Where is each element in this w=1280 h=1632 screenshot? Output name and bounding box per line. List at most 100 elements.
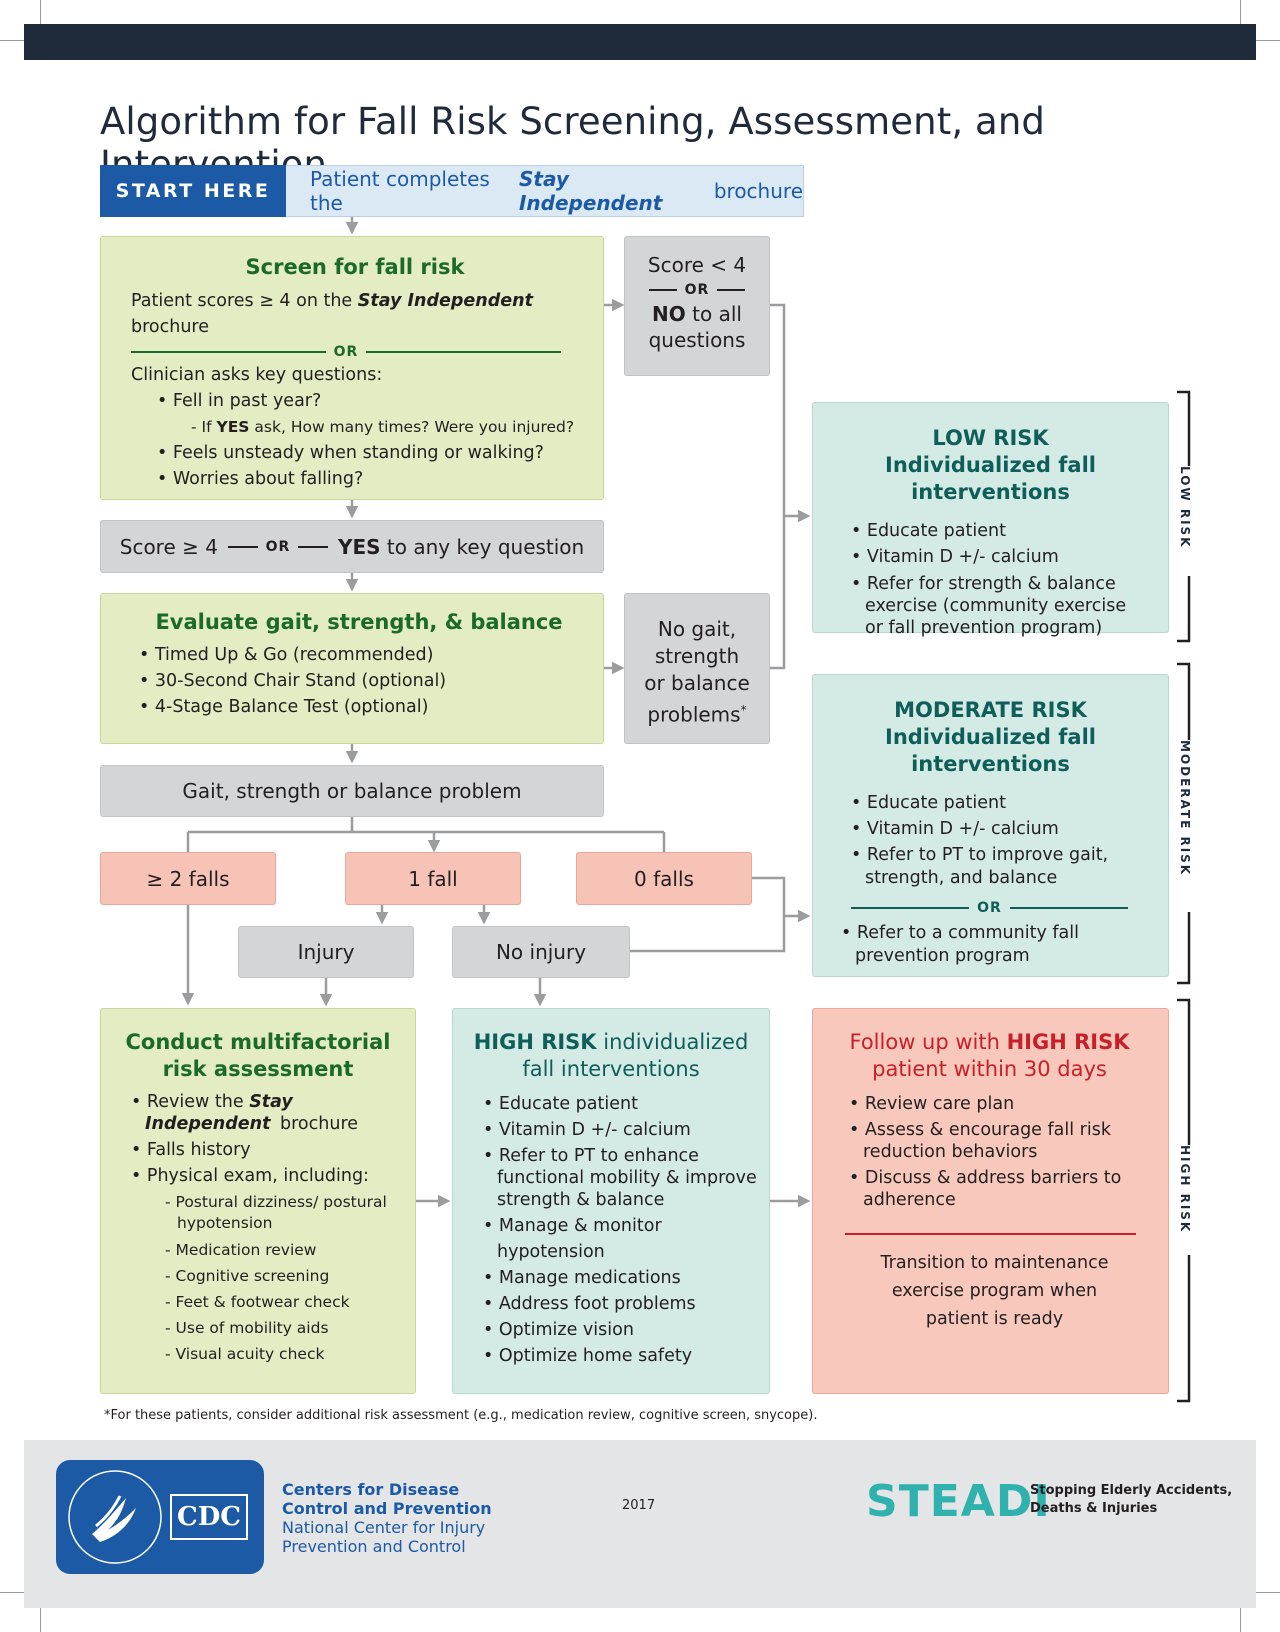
two-plus-falls-box: ≥ 2 falls bbox=[100, 852, 276, 905]
brochure-name: Stay Independent bbox=[518, 167, 663, 215]
no-problems-box: No gait, strength or balance problems* bbox=[624, 593, 770, 744]
start-here-tag: START HERE bbox=[100, 165, 286, 217]
follow-up-item: Assess & encourage fall risk reduction b… bbox=[849, 1119, 1146, 1163]
evaluate-item: 30-Second Chair Stand (optional) bbox=[139, 668, 579, 694]
no-problems-line: problems* bbox=[647, 702, 747, 727]
high-risk-side-label: HIGH RISK bbox=[1175, 1145, 1195, 1255]
evaluate-gait-box: Evaluate gait, strength, & balance Timed… bbox=[100, 593, 604, 744]
follow-up-item: Review care plan bbox=[849, 1091, 1146, 1117]
question-worries: Worries about falling? bbox=[157, 466, 579, 492]
moderate-risk-item: Refer to PT to improve gait, strength, a… bbox=[851, 844, 1148, 890]
crop-mark bbox=[1256, 1592, 1280, 1593]
exam-sub-item: Use of mobility aids bbox=[165, 1315, 401, 1341]
one-fall-box: 1 fall bbox=[345, 852, 521, 905]
no-problems-line: strength bbox=[654, 644, 740, 668]
high-risk-item: Manage medications bbox=[483, 1265, 759, 1291]
score-low-box: Score < 4 OR NO to all questions bbox=[624, 236, 770, 376]
crop-mark bbox=[0, 1592, 24, 1593]
screen-or-divider: OR bbox=[131, 344, 561, 360]
multifactorial-title: Conduct multifactorial bbox=[125, 1030, 391, 1054]
moderate-risk-subtitle: Individualized fall interventions bbox=[885, 725, 1096, 776]
high-risk-item: Optimize home safety bbox=[483, 1343, 759, 1369]
crop-mark bbox=[1240, 1608, 1241, 1632]
score-high-or: OR bbox=[227, 539, 328, 555]
high-risk-item: Manage & monitor hypotension bbox=[483, 1213, 759, 1265]
question-fell-followup: - If YES ask, How many times? Were you i… bbox=[191, 418, 575, 436]
score-low-or: OR bbox=[649, 282, 745, 298]
footnote: *For these patients, consider additional… bbox=[104, 1408, 818, 1423]
score-low-questions: questions bbox=[648, 328, 746, 352]
high-risk-item: Refer to PT to enhance functional mobili… bbox=[483, 1145, 759, 1211]
crop-mark bbox=[40, 1608, 41, 1632]
zero-falls-box: 0 falls bbox=[576, 852, 752, 905]
low-risk-item: Refer for strength & balance exercise (c… bbox=[851, 573, 1148, 639]
exam-sub-item: Medication review bbox=[165, 1237, 401, 1263]
gait-problem-bar: Gait, strength or balance problem bbox=[100, 765, 604, 817]
steadi-logo: STEADI bbox=[866, 1476, 1051, 1527]
high-risk-item: Optimize vision bbox=[483, 1317, 759, 1343]
follow-up-transition: Transition to maintenance exercise progr… bbox=[880, 1253, 1109, 1329]
high-risk-title: HIGH RISK individualized bbox=[473, 1030, 749, 1054]
high-risk-item: Address foot problems bbox=[483, 1291, 759, 1317]
hhs-eagle-icon bbox=[68, 1470, 162, 1564]
follow-up-divider bbox=[845, 1233, 1136, 1235]
no-problems-line: No gait, bbox=[657, 617, 737, 641]
no-injury-box: No injury bbox=[452, 926, 630, 978]
moderate-risk-alt: Refer to a community fall prevention pro… bbox=[841, 922, 1148, 968]
follow-up-item: Discuss & address barriers to adherence bbox=[849, 1167, 1146, 1211]
cdc-logo-mark: CDC bbox=[170, 1494, 248, 1540]
low-risk-item: Educate patient bbox=[851, 518, 1148, 544]
steadi-tagline: Stopping Elderly Accidents, Deaths & Inj… bbox=[1030, 1483, 1233, 1516]
evaluate-item: Timed Up & Go (recommended) bbox=[139, 642, 579, 668]
multifactorial-history: Falls history bbox=[131, 1137, 401, 1163]
exam-sub-item: Visual acuity check bbox=[165, 1341, 401, 1367]
moderate-risk-or: OR bbox=[851, 900, 1128, 916]
follow-up-subtitle: patient within 30 days bbox=[872, 1057, 1107, 1081]
multifactorial-exam: Physical exam, including: bbox=[131, 1163, 401, 1189]
screen-score-criterion: Patient scores ≥ 4 on the Stay Independe… bbox=[131, 291, 533, 337]
moderate-risk-title: MODERATE RISK bbox=[894, 698, 1087, 722]
moderate-risk-box: MODERATE RISK Individualized fall interv… bbox=[812, 674, 1169, 977]
score-high-bar: Score ≥ 4 OR YES to any key question bbox=[100, 520, 604, 573]
screen-fall-risk-box: Screen for fall risk Patient scores ≥ 4 … bbox=[100, 236, 604, 500]
multifactorial-review: Review the Stay Independent brochure bbox=[131, 1091, 401, 1135]
top-banner bbox=[24, 24, 1256, 60]
injury-box: Injury bbox=[238, 926, 414, 978]
screen-heading: Screen for fall risk bbox=[245, 255, 465, 279]
high-risk-item: Educate patient bbox=[483, 1091, 759, 1117]
score-low-label: Score < 4 bbox=[647, 253, 747, 277]
low-risk-subtitle: Individualized fall interventions bbox=[885, 453, 1096, 504]
start-instruction: Patient completes the Stay Independent b… bbox=[286, 165, 804, 217]
high-risk-subtitle: fall interventions bbox=[522, 1057, 700, 1081]
publication-year: 2017 bbox=[622, 1498, 656, 1513]
exam-sub-item: Postural dizziness/ postural hypotension bbox=[165, 1192, 401, 1234]
cdc-org-name: Centers for Disease Control and Preventi… bbox=[282, 1480, 492, 1556]
follow-up-box: Follow up with HIGH RISK patient within … bbox=[812, 1008, 1169, 1394]
clinician-questions-label: Clinician asks key questions: bbox=[131, 365, 383, 385]
hhs-cdc-logo: CDC bbox=[56, 1460, 264, 1574]
moderate-risk-side-label: MODERATE RISK bbox=[1175, 740, 1195, 912]
crop-mark bbox=[0, 40, 24, 41]
high-risk-item: Vitamin D +/- calcium bbox=[483, 1117, 759, 1143]
moderate-risk-item: Educate patient bbox=[851, 790, 1148, 816]
multifactorial-box: Conduct multifactorial risk assessment R… bbox=[100, 1008, 416, 1394]
no-problems-line: or balance bbox=[644, 671, 750, 695]
evaluate-heading: Evaluate gait, strength, & balance bbox=[155, 610, 563, 634]
question-unsteady: Feels unsteady when standing or walking? bbox=[157, 440, 579, 466]
crop-mark bbox=[1256, 40, 1280, 41]
score-low-no-text: NO to all bbox=[652, 302, 742, 326]
crop-mark bbox=[1240, 0, 1241, 24]
follow-up-title: Follow up with HIGH RISK bbox=[849, 1030, 1130, 1054]
evaluate-item: 4-Stage Balance Test (optional) bbox=[139, 694, 579, 720]
question-fell-past-year: Fell in past year? bbox=[157, 388, 579, 414]
exam-sub-item: Feet & footwear check bbox=[165, 1289, 401, 1315]
low-risk-item: Vitamin D +/- calcium bbox=[851, 544, 1148, 570]
low-risk-side-label: LOW RISK bbox=[1175, 466, 1195, 576]
moderate-risk-item: Vitamin D +/- calcium bbox=[851, 816, 1148, 842]
crop-mark bbox=[40, 0, 41, 24]
exam-sub-item: Cognitive screening bbox=[165, 1263, 401, 1289]
multifactorial-title-2: risk assessment bbox=[162, 1057, 354, 1081]
low-risk-box: LOW RISK Individualized fall interventio… bbox=[812, 402, 1169, 638]
high-risk-box: HIGH RISK individualized fall interventi… bbox=[452, 1008, 770, 1394]
low-risk-title: LOW RISK bbox=[932, 426, 1049, 450]
